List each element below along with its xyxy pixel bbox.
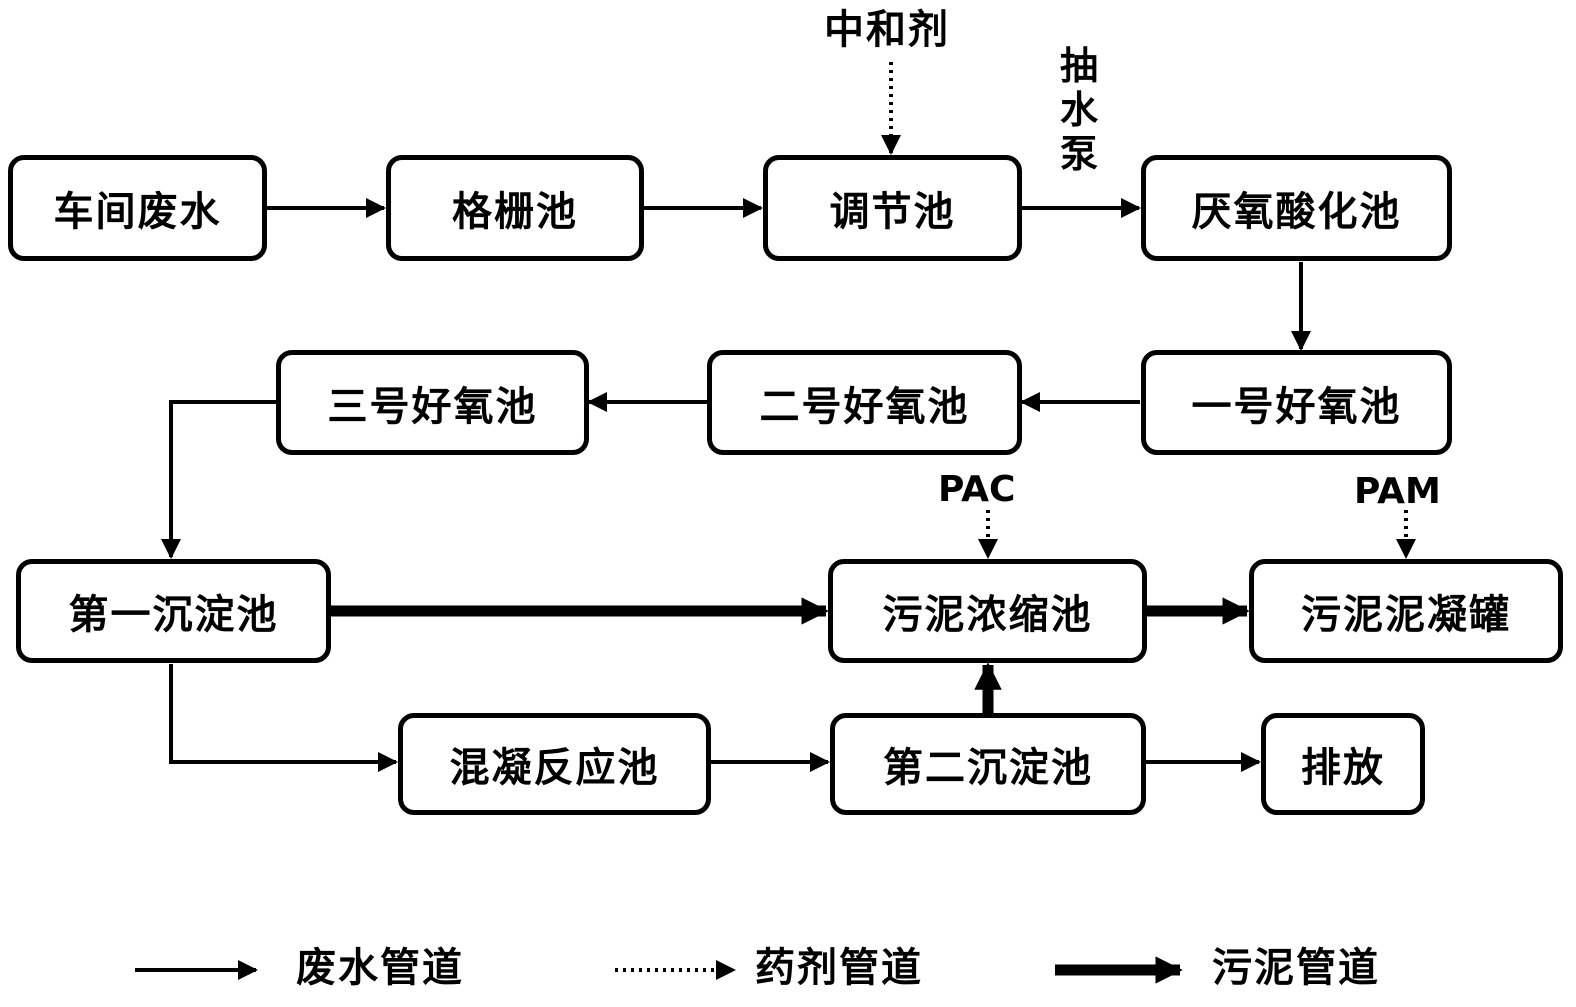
label-neutralizer: 中和剂 (824, 7, 950, 53)
node-aerobic-tank-2: 二号好氧池 (707, 350, 1022, 455)
node-first-sedimentation-tank: 第一沉淀池 (16, 559, 331, 663)
node-regulating-tank: 调节池 (763, 155, 1022, 261)
node-sludge-thickener: 污泥浓缩池 (828, 559, 1147, 663)
node-sludge-tank: 污泥泥凝罐 (1249, 559, 1563, 663)
label-pac: PAC (938, 469, 1016, 510)
flow-aerobic3-to-sed1 (161, 400, 276, 559)
node-coagulation-tank: 混凝反应池 (398, 713, 711, 815)
node-aerobic-tank-3: 三号好氧池 (276, 350, 589, 455)
legend-sludge-label: 污泥管道 (1212, 945, 1380, 991)
label-pump: 抽水泵 (1059, 44, 1098, 176)
node-discharge: 排放 (1261, 713, 1425, 815)
legend-chemical-label: 药剂管道 (755, 945, 923, 991)
flow-sed1-to-coag (169, 664, 398, 772)
node-anaerobic-tank: 厌氧酸化池 (1141, 155, 1452, 261)
legend-wastewater-label: 废水管道 (296, 945, 464, 991)
node-second-sedimentation-tank: 第二沉淀池 (830, 713, 1146, 815)
node-grille-tank: 格栅池 (386, 155, 644, 261)
node-workshop-wastewater: 车间废水 (8, 155, 267, 261)
label-pam: PAM (1354, 471, 1441, 512)
node-aerobic-tank-1: 一号好氧池 (1141, 350, 1452, 455)
